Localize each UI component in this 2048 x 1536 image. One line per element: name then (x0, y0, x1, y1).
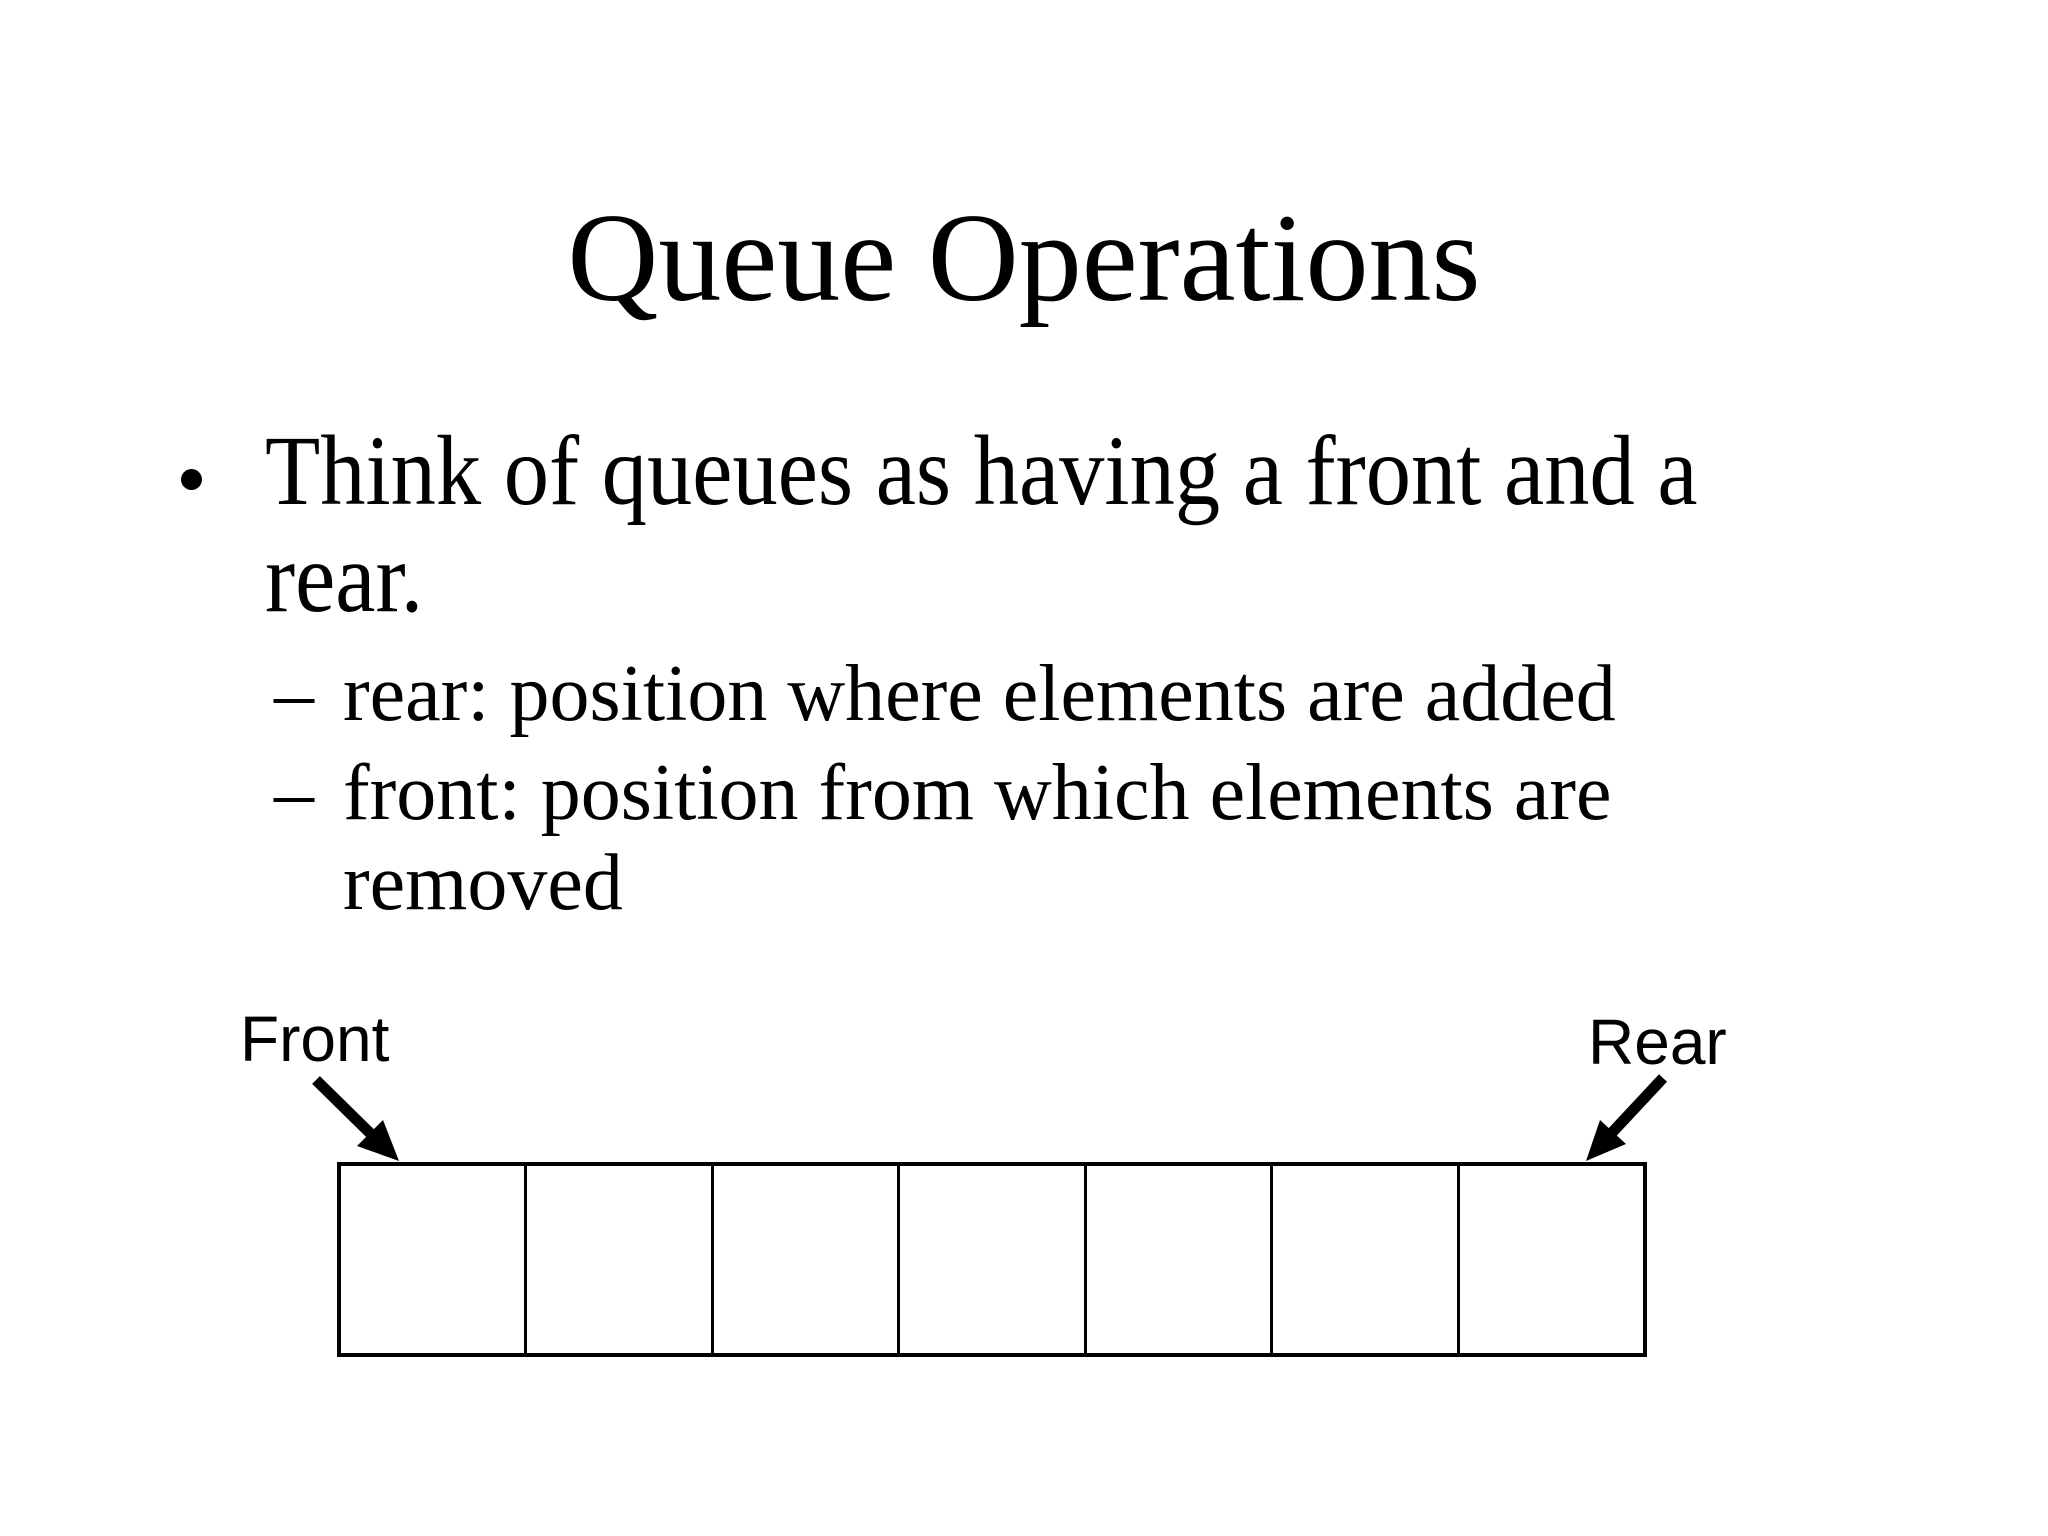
slide-title: Queue Operations (567, 189, 1481, 328)
sub-bullet-rear-text: rear: position where elements are added (343, 650, 1616, 738)
queue-cell (1460, 1166, 1643, 1353)
sub-bullet-rear: – rear: position where elements are adde… (274, 649, 1834, 739)
rear-pointer-label: Rear (1588, 1006, 1727, 1078)
dash-bullet-icon: – (274, 650, 314, 738)
sub-bullet-front-text: front: position from which elements are … (343, 749, 1612, 927)
queue-cell (1087, 1166, 1274, 1353)
queue-cell (714, 1166, 901, 1353)
front-arrow-icon (312, 1076, 399, 1161)
front-pointer-label: Front (240, 1003, 390, 1075)
dash-bullet-icon: – (274, 749, 314, 837)
queue-cell (527, 1166, 714, 1353)
sub-bullet-front: – front: position from which elements ar… (274, 748, 1834, 928)
queue-cells (337, 1162, 1647, 1357)
queue-cell (900, 1166, 1087, 1353)
queue-cell (1273, 1166, 1460, 1353)
bullet-level1-text: Think of queues as having a front and a … (265, 415, 1698, 633)
bullet-dot-icon (181, 469, 202, 490)
queue-cell (341, 1166, 528, 1353)
rear-arrow-icon (1586, 1074, 1668, 1161)
